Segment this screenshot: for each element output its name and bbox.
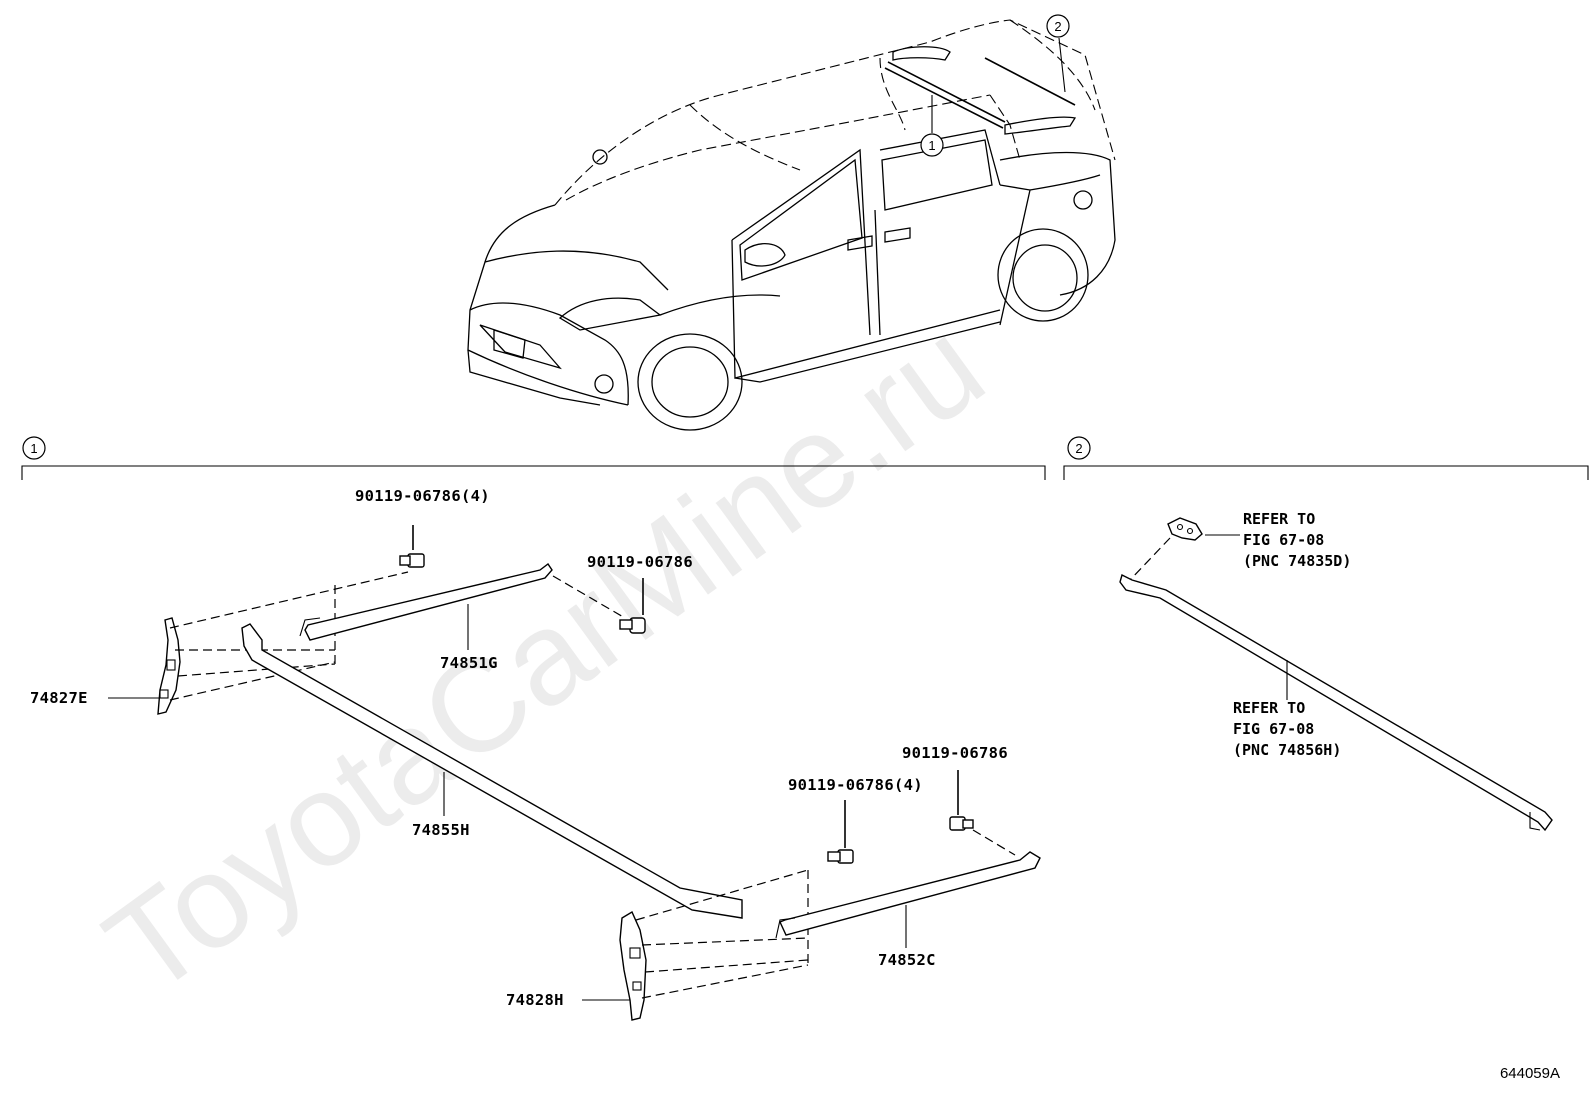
label-74855h: 74855H — [412, 821, 470, 839]
car-callout-2-label: 2 — [1054, 19, 1061, 34]
clip-74835d — [1167, 517, 1203, 541]
ref-lower-line-3: (PNC 74856H) — [1233, 741, 1341, 759]
bolt-c — [949, 770, 974, 831]
bolt-a — [399, 525, 425, 568]
car-callout-1 — [920, 133, 944, 157]
group-1-parts — [157, 525, 1041, 1021]
bolt-d — [827, 800, 854, 864]
label-74852c: 74852C — [878, 951, 936, 969]
car-illustration: 1 2 — [467, 14, 1116, 431]
label-74828h: 74828H — [506, 991, 564, 1009]
car-callout-2 — [1046, 14, 1070, 38]
ref-upper-line-2: FIG 67-08 — [1243, 531, 1324, 549]
label-74827e: 74827E — [30, 689, 88, 707]
section-1-header: 1 — [21, 436, 1046, 480]
rail-74851g — [304, 562, 553, 641]
bracket-74828h — [619, 910, 647, 1021]
section-2-label: 2 — [1075, 441, 1082, 456]
label-bolt-b: 90119-06786 — [587, 553, 693, 571]
ref-lower-line-2: FIG 67-08 — [1233, 720, 1314, 738]
section-2-header: 2 — [1063, 436, 1589, 480]
label-74851g: 74851G — [440, 654, 498, 672]
rail-74852c — [779, 851, 1041, 936]
label-bolt-a: 90119-06786(4) — [355, 487, 490, 505]
label-bolt-c: 90119-06786 — [902, 744, 1008, 762]
figure-number: 644059A — [1500, 1065, 1560, 1082]
group-2-parts — [1119, 517, 1553, 832]
ref-lower-line-1: REFER TO — [1233, 699, 1305, 717]
section-1-label: 1 — [30, 441, 37, 456]
ref-upper-line-3: (PNC 74835D) — [1243, 552, 1351, 570]
ref-upper-line-1: REFER TO — [1243, 510, 1315, 528]
bolt-b — [619, 578, 646, 634]
label-bolt-d: 90119-06786(4) — [788, 776, 923, 794]
car-callout-1-label: 1 — [928, 138, 935, 153]
rail-74855h — [241, 623, 743, 919]
rail-74856h — [1119, 573, 1553, 832]
bracket-74827e — [157, 617, 181, 715]
